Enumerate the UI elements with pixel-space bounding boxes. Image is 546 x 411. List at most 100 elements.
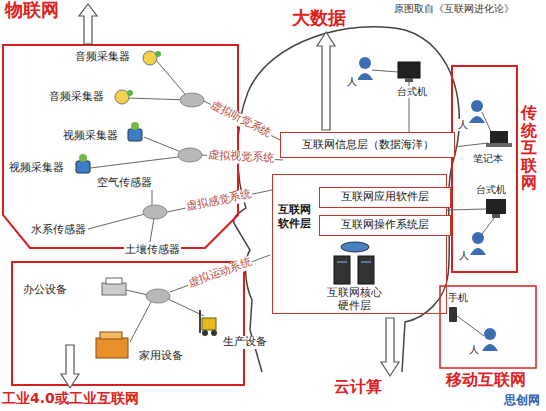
region-title: 移动互联网 [446, 371, 526, 389]
drawing-part [102, 283, 126, 295]
drawing-part [127, 90, 133, 96]
device-label: 空气传感器 [96, 177, 153, 190]
drawing-part [76, 161, 90, 173]
device-label: 台式机 [475, 184, 507, 196]
down-arrow [61, 345, 79, 388]
drawing-part [492, 214, 500, 218]
drawing-part [126, 290, 148, 295]
laptop-icon [486, 131, 512, 147]
up-arrow [317, 32, 335, 130]
system-label: 虚拟运动系统 [186, 255, 254, 290]
device-label: 台式机 [396, 86, 428, 98]
drawing-part [472, 232, 484, 244]
drawing-part [482, 218, 494, 234]
drawing-part [486, 199, 506, 214]
drawing-part [486, 143, 512, 147]
layer-name: 互联网操作系统层 [320, 216, 450, 234]
drawing-part [130, 300, 152, 342]
drawing-part [490, 131, 508, 143]
drawing-part [202, 318, 216, 330]
drawing-part [447, 209, 486, 210]
desktop-icon [486, 199, 506, 218]
person-icon [357, 57, 373, 80]
drawing-part [143, 205, 167, 219]
device-label: 家用设备 [138, 350, 184, 363]
drawing-part [178, 148, 202, 162]
drawing-part [341, 242, 369, 252]
region-title: 大数据 [292, 8, 346, 29]
region-title: 云计算 [334, 378, 382, 396]
region-title: 传统互联网 [521, 104, 537, 192]
drawing-part [469, 116, 485, 123]
head-outline [234, 27, 460, 372]
layer-name: 互联网应用软件层 [320, 188, 450, 206]
traditional-region [452, 66, 517, 272]
down-arrow [381, 318, 399, 376]
person-icon [482, 328, 498, 351]
audio-icon [143, 51, 161, 65]
drawing-part [143, 51, 157, 65]
device-label: 土壤传感器 [124, 244, 181, 257]
drawing-part [211, 330, 217, 336]
region-title: 工业4.0或工业互联网 [2, 390, 139, 406]
drawing-part [180, 93, 204, 107]
drawing-part [131, 122, 139, 130]
wires [88, 60, 494, 342]
server-icon [334, 242, 374, 284]
device-label: 人 [458, 250, 470, 262]
up-arrow [79, 4, 97, 44]
drawing-part [170, 255, 270, 292]
system-label: 虚拟听觉系统 [208, 99, 274, 141]
layer-name: 互联网信息层（数据海洋） [281, 133, 454, 156]
layer-box: 互联网信息层（数据海洋） [280, 132, 455, 158]
drawing-part [398, 62, 420, 78]
system-label: 虚拟视觉系统 [207, 149, 276, 165]
drawing-part [457, 316, 484, 336]
drawing-part [359, 57, 371, 69]
drawing-part [470, 248, 486, 255]
drawing-part [155, 51, 161, 57]
device-label: 人 [457, 119, 469, 131]
drawing-part [106, 278, 122, 284]
drawing-part [449, 307, 457, 322]
watermark: 思创网 [504, 394, 540, 408]
drawing-part [90, 156, 186, 168]
drawing-part [334, 256, 350, 284]
drawing-part [88, 214, 145, 229]
drawing-part [128, 129, 142, 141]
device-label: 水系传感器 [30, 224, 87, 237]
person-icon [470, 232, 486, 255]
drawing-part [372, 70, 398, 72]
drawing-part [361, 262, 371, 263]
drawing-part [405, 78, 413, 82]
device-label: 人 [468, 344, 480, 356]
layer-name: 互联网软件层 [278, 203, 314, 232]
drawing-part [128, 98, 188, 100]
iot-region [3, 45, 238, 248]
drawing-part [146, 289, 170, 303]
hub [143, 93, 204, 303]
printer-icon [102, 278, 126, 295]
drawing-part [471, 100, 483, 112]
drawing-part [166, 298, 204, 316]
layer-box: 互联网应用软件层 [319, 187, 451, 208]
device-label: 音频采集器 [48, 91, 105, 104]
drawing-part [482, 344, 498, 351]
drawing-part [96, 338, 128, 358]
source-note: 原图取自《互联网进化论》 [393, 3, 515, 15]
drawing-part [199, 310, 201, 333]
drawing-part [484, 328, 496, 340]
audio-icon [115, 90, 133, 104]
layer-name: 互联网核心硬件层 [323, 287, 385, 312]
layer-box: 互联网操作系统层 [319, 215, 451, 236]
device-label: 人 [346, 76, 358, 88]
device-label: 音频采集器 [74, 51, 131, 64]
device-label: 视频采集器 [62, 130, 119, 143]
forklift-icon [200, 310, 217, 336]
drawing-part [115, 90, 129, 104]
device-label: 手机 [447, 292, 469, 304]
drawing-part [152, 190, 153, 207]
drawing-part [150, 218, 154, 242]
device-label: 笔记本 [472, 153, 504, 165]
